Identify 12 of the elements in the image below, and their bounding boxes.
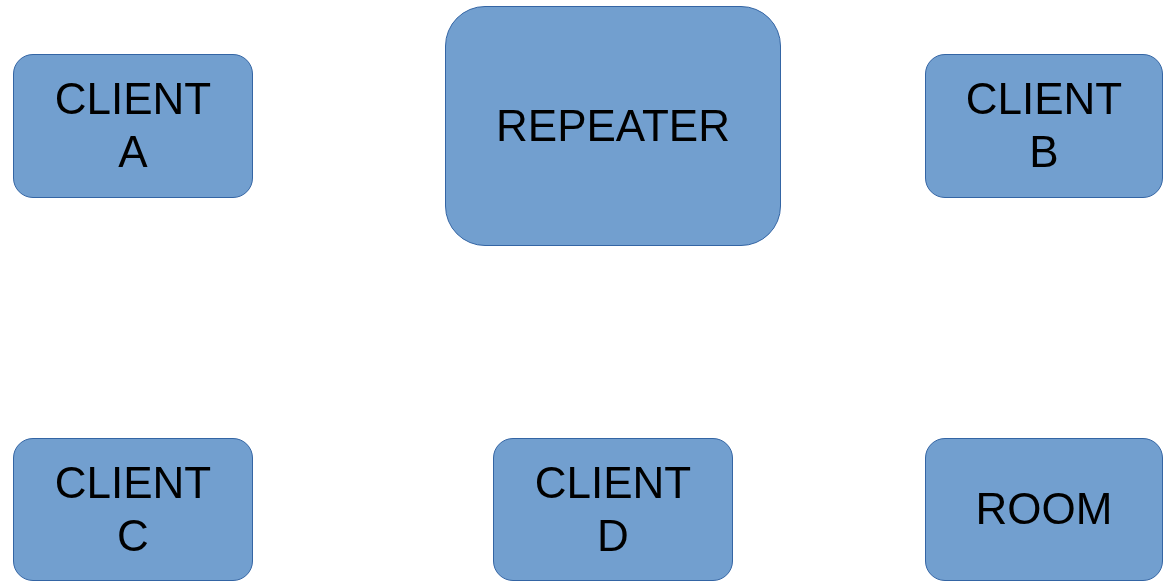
rounded-box (445, 6, 781, 246)
box-label: ROOM (975, 483, 1113, 536)
box-label: REPEATER (496, 99, 730, 152)
rounded-box (925, 54, 1163, 198)
box-label: CLIENT C (53, 456, 213, 562)
box-label: CLIENT D (533, 456, 693, 562)
rounded-box (13, 438, 253, 581)
rounded-box (493, 438, 733, 581)
box-label: CLIENT A (53, 73, 213, 178)
rounded-box (13, 54, 253, 198)
rounded-box (925, 438, 1163, 581)
box-label: CLIENT B (964, 73, 1124, 178)
